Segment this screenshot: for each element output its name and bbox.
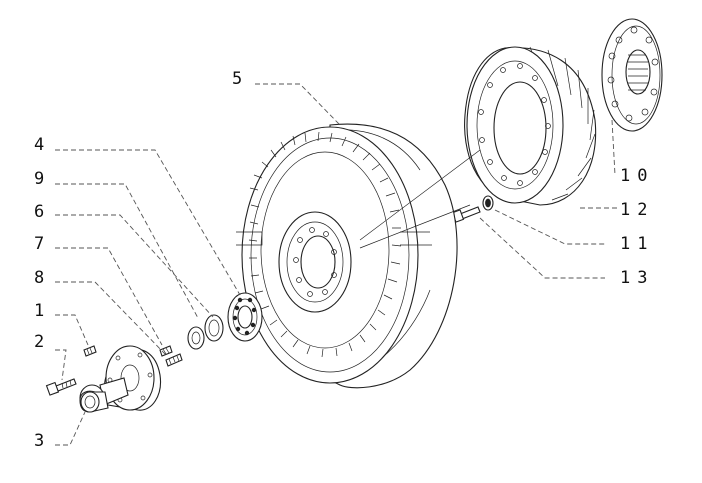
callout-7: 7 bbox=[34, 234, 52, 254]
nut-part bbox=[159, 345, 173, 357]
callout-9: 9 bbox=[34, 169, 52, 189]
bolt-part bbox=[45, 378, 77, 396]
bearing-part bbox=[227, 292, 263, 342]
screw-part bbox=[451, 206, 481, 223]
spring-washer-part bbox=[165, 353, 183, 367]
tone-ring-part bbox=[464, 46, 597, 206]
callout-5: 5 bbox=[232, 69, 250, 89]
callout-1: 1 bbox=[34, 301, 52, 321]
callout-2: 2 bbox=[34, 332, 52, 352]
callout-8: 8 bbox=[34, 268, 52, 288]
brake-drum-part bbox=[236, 123, 458, 389]
callout-3: 3 bbox=[34, 431, 52, 451]
callout-10: 10 bbox=[620, 166, 655, 186]
callout-11: 11 bbox=[620, 234, 655, 254]
callout-13: 13 bbox=[620, 268, 655, 288]
flange-part bbox=[601, 18, 663, 132]
seal-ring-part bbox=[187, 326, 205, 350]
callout-6: 6 bbox=[34, 202, 52, 222]
stud-part bbox=[83, 345, 97, 357]
hub-part bbox=[79, 345, 162, 413]
o-ring-part bbox=[482, 195, 494, 211]
callout-12: 12 bbox=[620, 200, 655, 220]
washer-part bbox=[204, 314, 224, 342]
callout-4: 4 bbox=[34, 135, 52, 155]
leader-lines bbox=[55, 83, 620, 446]
